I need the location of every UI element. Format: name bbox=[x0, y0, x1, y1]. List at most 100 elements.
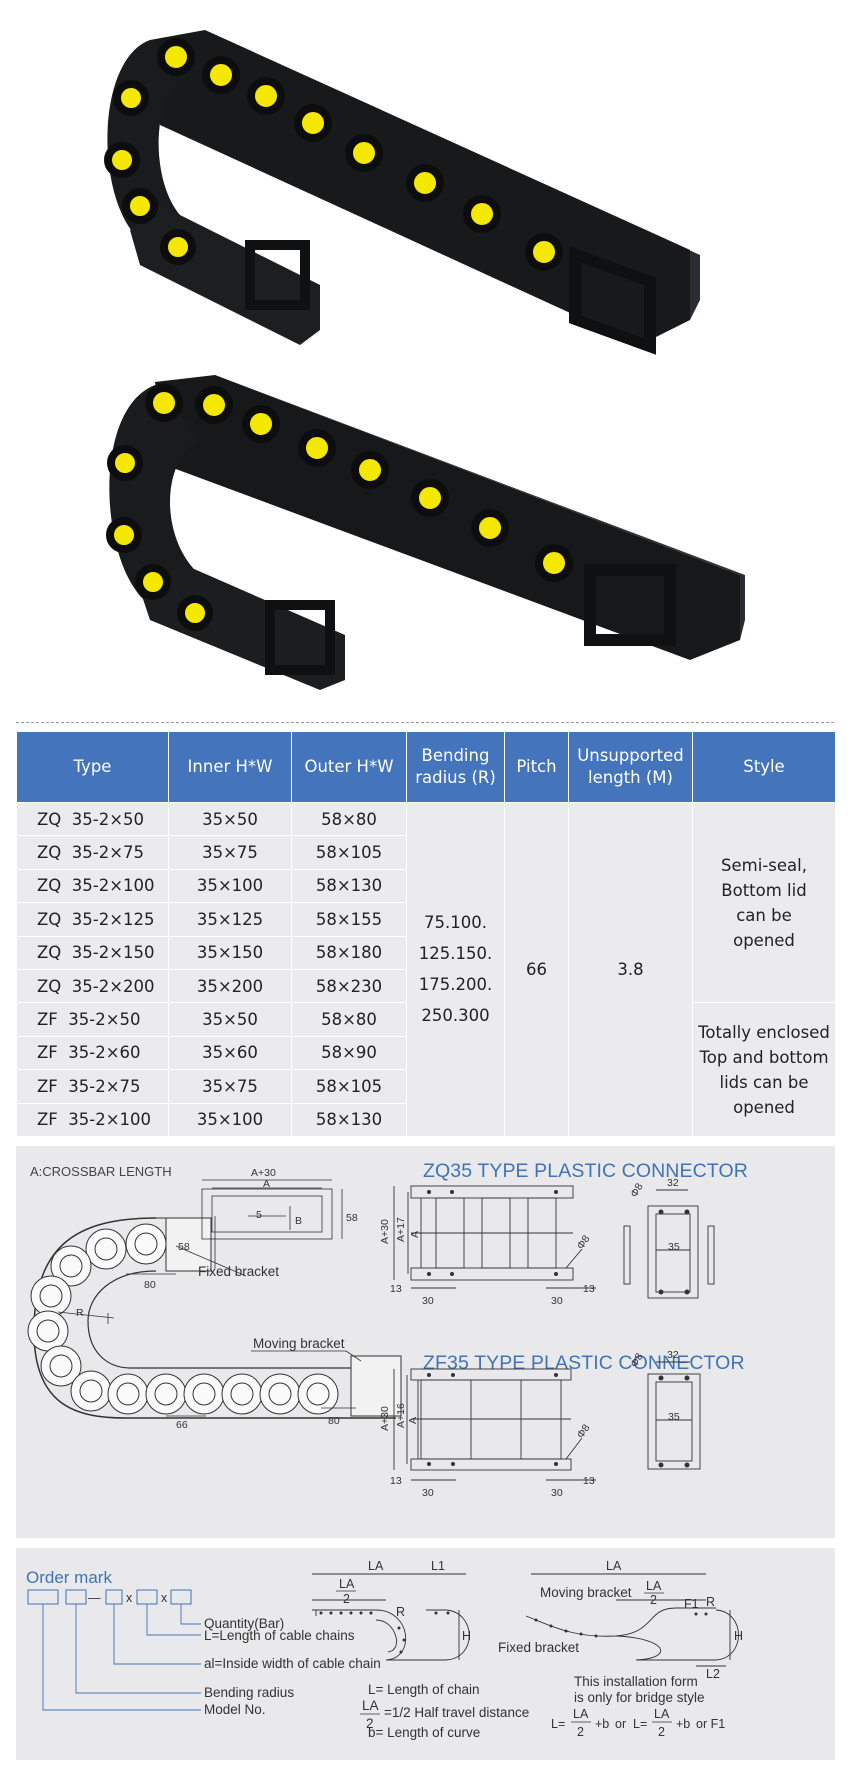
diagram2-note-2: is only for bridge style bbox=[574, 1690, 705, 1705]
dim-66: 66 bbox=[176, 1419, 188, 1431]
dim-b: B bbox=[295, 1215, 302, 1227]
order-bending-radius: Bending radius bbox=[204, 1685, 294, 1700]
cell-type: ZF 35-2×75 bbox=[16, 1069, 169, 1104]
table-row: ZF 35-2×75 35×75 58×105 bbox=[16, 1069, 836, 1104]
cell-inner: 35×75 bbox=[168, 835, 292, 870]
header-unsupported-line1: Unsupported bbox=[577, 746, 684, 765]
style-line: Bottom lid bbox=[721, 880, 807, 900]
cell-type: ZQ 35-2×100 bbox=[16, 868, 169, 904]
dim-zq-30-left: 30 bbox=[422, 1295, 434, 1307]
diagram1-legend-l: L= Length of chain bbox=[368, 1682, 479, 1697]
dim-r: R bbox=[76, 1307, 84, 1319]
dim-zq-a30: A+30 bbox=[379, 1219, 391, 1244]
bending-value: 175.200. bbox=[418, 975, 493, 995]
formula-plus-1: +b bbox=[595, 1717, 609, 1731]
install-diagram-1 bbox=[312, 1573, 470, 1661]
link-caps bbox=[104, 38, 563, 271]
zq-end-view bbox=[623, 1189, 715, 1299]
dim-zf-32: 32 bbox=[667, 1349, 679, 1361]
diagram1-legend-la-text: =1/2 Half travel distance bbox=[384, 1705, 529, 1720]
dim-58: 58 bbox=[178, 1241, 190, 1253]
order-mark-panel: Order mark — x x Quantity(Bar) L=Length … bbox=[16, 1548, 835, 1760]
dim-5: 5 bbox=[256, 1209, 262, 1221]
style-line: can be bbox=[736, 905, 792, 925]
dim-zq-30-right: 30 bbox=[551, 1295, 563, 1307]
cell-inner: 35×125 bbox=[168, 902, 292, 937]
cell-inner: 35×200 bbox=[168, 968, 292, 1004]
dim-zq-a17: A+17 bbox=[395, 1217, 407, 1242]
dim-58-crossbar: 58 bbox=[346, 1212, 358, 1224]
dim-80-right: 80 bbox=[328, 1415, 340, 1427]
header-bending-line2: radius (R) bbox=[415, 768, 496, 787]
cell-inner: 35×100 bbox=[168, 1102, 292, 1137]
diagram2-h: H bbox=[734, 1629, 743, 1643]
drag-chain-photo-enclosed bbox=[0, 370, 850, 710]
cell-inner: 35×50 bbox=[168, 1002, 292, 1037]
dim-zq-phi8-end: Φ8 bbox=[628, 1181, 646, 1199]
cell-type: ZQ 35-2×150 bbox=[16, 935, 169, 970]
order-quantity: Quantity(Bar) bbox=[204, 1616, 284, 1631]
diagram1-la-half-den: 2 bbox=[343, 1592, 350, 1606]
cell-type: ZQ 35-2×200 bbox=[16, 968, 169, 1004]
order-dash: — bbox=[88, 1591, 101, 1605]
dim-zq-phi8: Φ8 bbox=[575, 1233, 593, 1252]
diagram1-r: R bbox=[396, 1605, 405, 1619]
dim-zf-a30: A+30 bbox=[379, 1406, 391, 1431]
table-row: ZF 35-2×60 35×60 58×90 bbox=[16, 1035, 836, 1071]
chain-link-rings bbox=[27, 1223, 339, 1415]
dim-zf-30-right: 30 bbox=[551, 1487, 563, 1499]
formula-or-2: or F1 bbox=[696, 1717, 725, 1731]
cell-type: ZF 35-2×60 bbox=[16, 1035, 169, 1071]
cell-outer: 58×230 bbox=[291, 968, 407, 1004]
cell-inner: 35×150 bbox=[168, 935, 292, 970]
dim-zf-30-left: 30 bbox=[422, 1487, 434, 1499]
diagram2-fixed-bracket: Fixed bracket bbox=[498, 1640, 579, 1655]
section-divider bbox=[16, 722, 834, 723]
diagram1-la: LA bbox=[368, 1559, 384, 1573]
diagram2-la-half-den: 2 bbox=[650, 1593, 657, 1607]
dim-zf-phi8-end: Φ8 bbox=[628, 1351, 646, 1369]
diagram2-la-half-num: LA bbox=[646, 1579, 662, 1593]
table-row: ZQ 35-2×200 35×200 58×230 bbox=[16, 968, 836, 1004]
cell-outer: 58×80 bbox=[291, 1002, 407, 1037]
cell-unsupported: 3.8 bbox=[568, 802, 693, 1137]
order-al-width: al=Inside width of cable chain bbox=[204, 1656, 381, 1671]
order-model-no: Model No. bbox=[204, 1702, 266, 1717]
table-row: ZF 35-2×100 35×100 58×130 bbox=[16, 1102, 836, 1137]
cell-outer: 58×105 bbox=[291, 835, 407, 870]
style-line: Semi-seal, bbox=[721, 855, 807, 875]
formula-den-1: 2 bbox=[577, 1725, 584, 1739]
bending-value: 75.100. bbox=[424, 913, 487, 933]
dim-zq-35: 35 bbox=[668, 1241, 680, 1253]
cell-style-zq: Semi-seal, Bottom lid can be opened bbox=[692, 801, 836, 1004]
diagram2-note-1: This installation form bbox=[574, 1674, 698, 1689]
cell-style-zf: Totally enclosed Top and bottom lids can… bbox=[692, 1002, 836, 1137]
dim-zq-32: 32 bbox=[667, 1177, 679, 1189]
zq-title: ZQ35 TYPE PLASTIC CONNECTOR bbox=[423, 1160, 748, 1182]
crossbar-caption: A:CROSSBAR LENGTH bbox=[30, 1164, 172, 1179]
formula-l-2: L= bbox=[633, 1717, 647, 1731]
style-line: lids can be opened bbox=[719, 1072, 809, 1117]
zf-end-view bbox=[647, 1361, 701, 1470]
style-line: opened bbox=[733, 930, 795, 950]
formula-plus-2: +b bbox=[676, 1717, 690, 1731]
technical-drawing-panel: A:CROSSBAR LENGTH ZQ35 TYPE PLASTIC CONN… bbox=[16, 1146, 835, 1538]
header-type: Type bbox=[16, 731, 169, 803]
cell-inner: 35×75 bbox=[168, 1069, 292, 1104]
bending-value: 250.300 bbox=[421, 1006, 490, 1026]
cell-type: ZQ 35-2×50 bbox=[16, 801, 169, 837]
style-line: Totally enclosed bbox=[698, 1022, 830, 1042]
cell-inner: 35×50 bbox=[168, 801, 292, 837]
diagram2-moving-bracket: Moving bracket bbox=[540, 1585, 632, 1600]
zf-title: ZF35 TYPE PLASTIC CONNECTOR bbox=[423, 1352, 745, 1374]
cell-type: ZF 35-2×50 bbox=[16, 1002, 169, 1037]
zq-plan-view bbox=[393, 1185, 596, 1289]
header-pitch: Pitch bbox=[504, 731, 569, 803]
dim-zf-a16: A+16 bbox=[395, 1403, 407, 1428]
drag-chain-photo-bottom-lid bbox=[0, 0, 850, 370]
formula-num-2: LA bbox=[654, 1707, 670, 1721]
zf-plan-view bbox=[393, 1368, 596, 1481]
diagram2-r: R bbox=[706, 1595, 715, 1609]
